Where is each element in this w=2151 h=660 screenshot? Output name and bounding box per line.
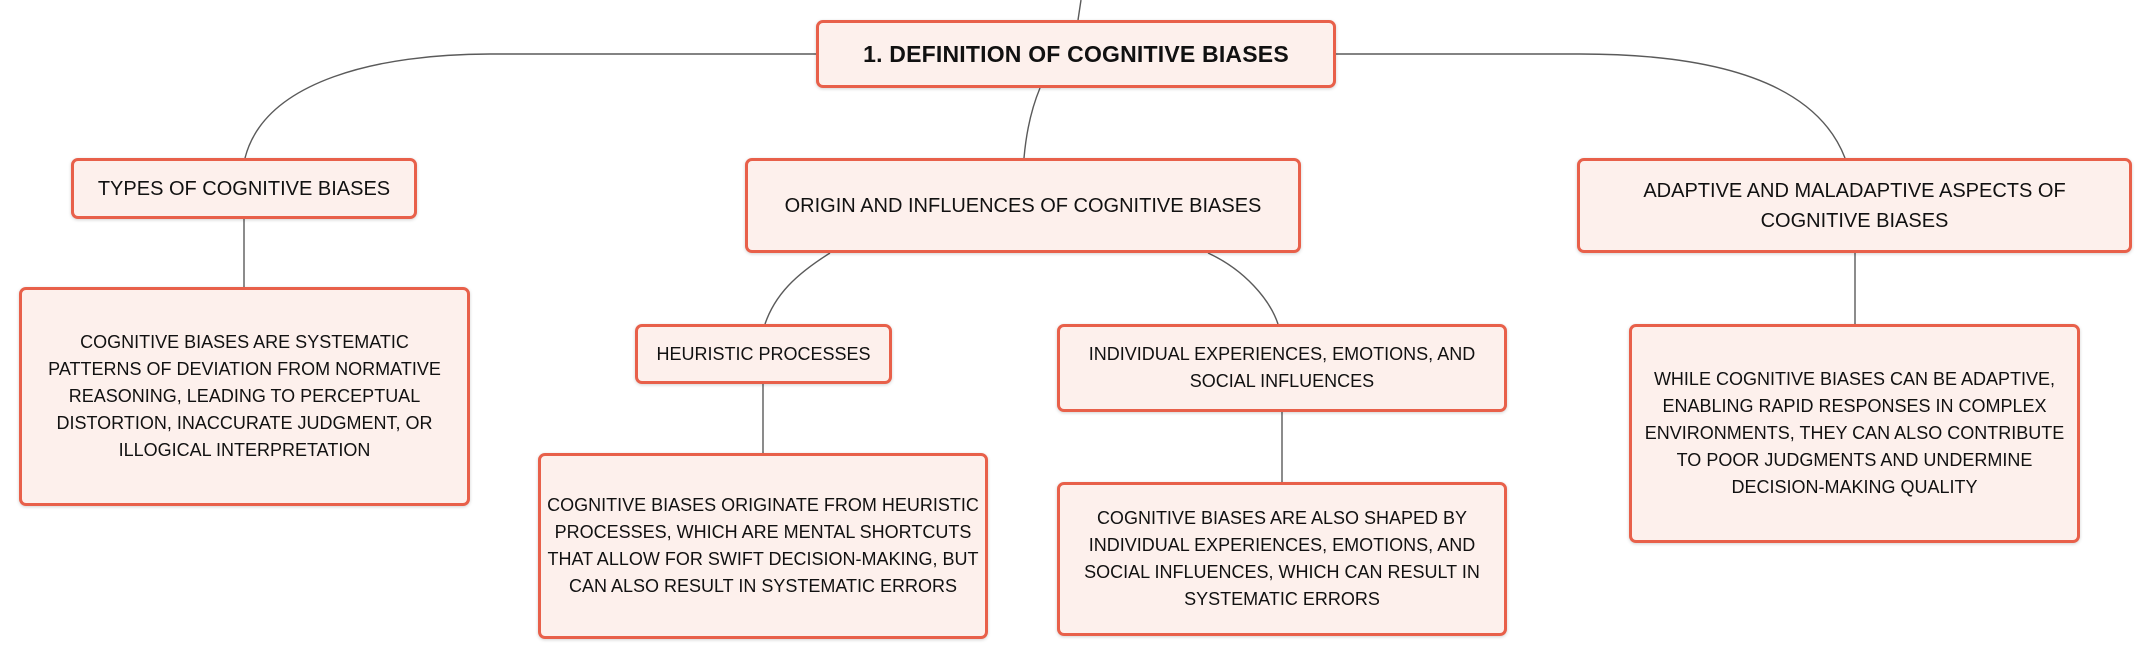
root-node-label: 1. DEFINITION OF COGNITIVE BIASES (863, 40, 1289, 67)
connector-root-to-adaptive (1336, 53, 1846, 159)
subtopic-individual-experiences[interactable]: INDIVIDUAL EXPERIENCES, EMOTIONS, AND SO… (1057, 324, 1507, 412)
detail-adaptive-and-maladaptive[interactable]: WHILE COGNITIVE BIASES CAN BE ADAPTIVE, … (1629, 324, 2080, 543)
detail-text: COGNITIVE BIASES ARE SYSTEMATIC PATTERNS… (48, 332, 441, 460)
connector-origin-to-individual (1207, 252, 1279, 325)
connector-root-to-origin (1023, 87, 1041, 159)
subtopic-label: INDIVIDUAL EXPERIENCES, EMOTIONS, AND SO… (1088, 344, 1476, 391)
connector-incoming-top (1077, 0, 1082, 21)
connector-root-to-types (244, 53, 816, 159)
root-node[interactable]: 1. DEFINITION OF COGNITIVE BIASES (816, 20, 1336, 88)
detail-types-definition[interactable]: COGNITIVE BIASES ARE SYSTEMATIC PATTERNS… (19, 287, 470, 506)
topic-label: TYPES OF COGNITIVE BIASES (97, 177, 391, 200)
topic-types-of-cognitive-biases[interactable]: TYPES OF COGNITIVE BIASES (71, 158, 417, 219)
detail-individual-experiences[interactable]: COGNITIVE BIASES ARE ALSO SHAPED BY INDI… (1057, 482, 1507, 636)
topic-adaptive-and-maladaptive[interactable]: ADAPTIVE AND MALADAPTIVE ASPECTS OF COGN… (1577, 158, 2132, 253)
connector-origin-to-heuristic (764, 252, 831, 325)
topic-origin-and-influences[interactable]: ORIGIN AND INFLUENCES OF COGNITIVE BIASE… (745, 158, 1301, 253)
subtopic-label: HEURISTIC PROCESSES (656, 343, 871, 364)
detail-text: WHILE COGNITIVE BIASES CAN BE ADAPTIVE, … (1644, 369, 2065, 497)
detail-text: COGNITIVE BIASES ORIGINATE FROM HEURISTI… (547, 495, 979, 596)
subtopic-heuristic-processes[interactable]: HEURISTIC PROCESSES (635, 324, 892, 384)
topic-label: ORIGIN AND INFLUENCES OF COGNITIVE BIASE… (784, 194, 1262, 217)
detail-heuristic-processes[interactable]: COGNITIVE BIASES ORIGINATE FROM HEURISTI… (538, 453, 988, 639)
detail-text: COGNITIVE BIASES ARE ALSO SHAPED BY INDI… (1084, 508, 1480, 609)
topic-label: ADAPTIVE AND MALADAPTIVE ASPECTS OF COGN… (1643, 179, 2066, 232)
